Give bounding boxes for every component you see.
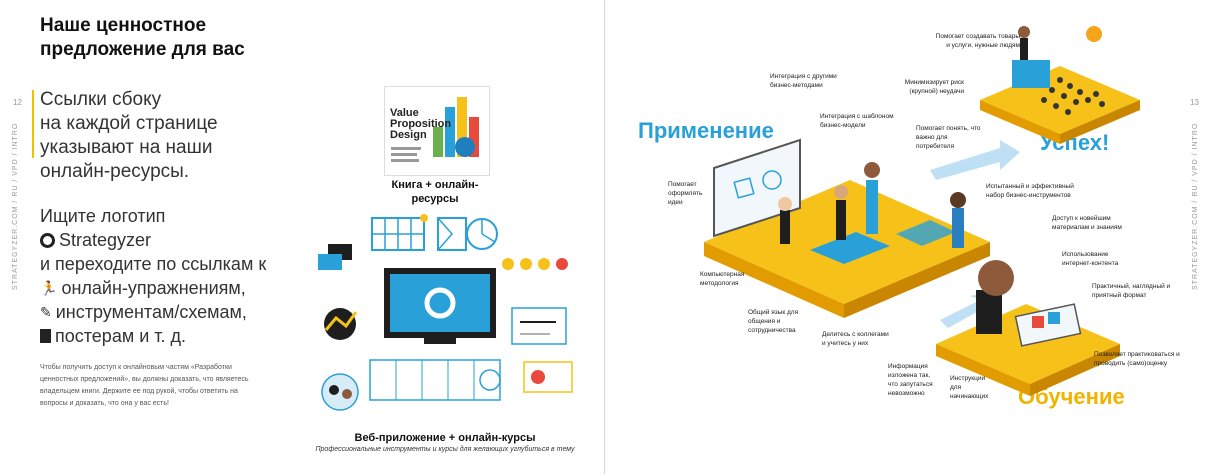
annotation: Практичный, наглядный и приятный формат	[1092, 283, 1171, 299]
annotation: Интеграция с шаблоном бизнес-модели	[820, 113, 894, 129]
side-label-left: STRATEGYZER.COM / RU / VPD / INTRO	[12, 122, 19, 290]
web-subcaption: Профессиональные инструменты и курсы для…	[315, 446, 575, 453]
book-cover-art	[385, 87, 489, 175]
lead-line: указывают на наши	[40, 137, 213, 158]
logo-line: Strategyzer	[59, 230, 152, 250]
annotation: Доступ к новейшим материалам и знаниям	[1052, 215, 1122, 231]
annotation: Интеграция с другими бизнес-методами	[770, 73, 837, 89]
annotation: Делитесь с коллегами и учитесь у них	[822, 331, 889, 347]
book-cover	[384, 86, 490, 176]
page-number-right: 13	[1190, 98, 1199, 107]
annotation: Использование интернет-контента	[1062, 251, 1119, 267]
annotation: Испытанный и эффективный набор бизнес-ин…	[986, 183, 1074, 199]
isometric-scene	[704, 26, 1140, 396]
annotation: Помогает оформлять идеи	[668, 181, 703, 206]
book-cover-title: Value Proposition Design	[390, 107, 452, 141]
side-label-right: STRATEGYZER.COM / RU / VPD / INTRO	[1192, 122, 1199, 290]
web-app-illustration	[318, 214, 573, 411]
lead-line: онлайн-ресурсы.	[40, 161, 190, 182]
page-title: Наше ценностное предложение для вас	[40, 15, 245, 60]
label-application: Применение	[638, 118, 774, 143]
running-man-icon: 🏃	[40, 280, 58, 296]
logo-line: Ищите логотип	[40, 206, 166, 226]
accent-bar	[32, 90, 34, 158]
logo-line: и переходите по ссылкам к	[40, 254, 267, 274]
logo-instructions: Ищите логотип Strategyzer и переходите п…	[40, 204, 310, 348]
poster-icon	[40, 329, 51, 343]
lead-line: Ссылки сбоку	[40, 89, 162, 110]
annotation: Информация изложена так, что запутаться …	[888, 363, 933, 397]
page-number-left: 12	[13, 98, 22, 107]
pen-tool-icon: ✎	[40, 304, 52, 320]
fine-print: Чтобы получить доступ к онлайновым частя…	[40, 364, 249, 407]
annotation: Компьютерная методология	[700, 271, 745, 287]
annotation: Инструкции для начинающих	[950, 375, 989, 400]
annotation: Помогает понять, что важно для потребите…	[916, 125, 981, 150]
annotation: Минимизирует риск (крупной) неудачи	[904, 79, 964, 95]
annotation: Помогает создавать товары и услуги, нужн…	[935, 33, 1020, 49]
logo-line: онлайн-упражнениям,	[61, 278, 246, 298]
strategyzer-logo-icon	[40, 232, 55, 248]
logo-line: инструментам/схемам,	[55, 302, 247, 322]
lead-text: Ссылки сбоку на каждой странице указываю…	[40, 88, 300, 184]
lead-line: на каждой странице	[40, 113, 218, 134]
logo-line: постерам и т. д.	[55, 326, 187, 346]
spread-divider	[604, 0, 605, 474]
book-caption: Книга + онлайн-ресурсы	[391, 179, 479, 205]
annotation: Позволяет практиковаться и проводить (са…	[1094, 351, 1180, 367]
annotation: Общий язык для общения и сотрудничества	[748, 309, 799, 334]
web-caption: Веб-приложение + онлайн-курсы	[354, 432, 536, 444]
